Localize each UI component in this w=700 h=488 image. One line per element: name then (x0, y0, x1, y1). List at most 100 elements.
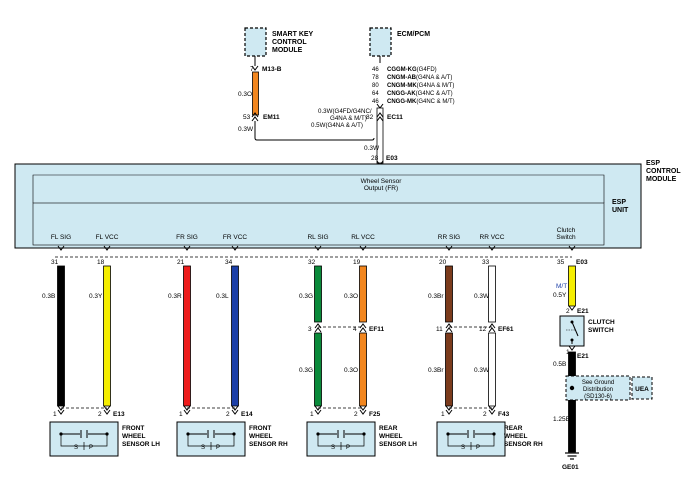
clutch-wire-bottom-label: 0.5B (553, 361, 566, 368)
sensor-rl-connector: F25 (369, 411, 381, 418)
sensor-fl: 1 2 E13 FRONT WHEEL SENSOR LH (49, 407, 160, 457)
chevron-sensor-rl-vcc (359, 405, 367, 415)
wire-fr-sig-seg-1 (183, 265, 191, 407)
ecm-pin-5: 46 (372, 99, 379, 105)
ecm-label: ECM/PCM (397, 31, 430, 38)
esp-pin-3: 21 (177, 259, 185, 266)
chevron-esp-fr-sig (183, 245, 191, 251)
sensor-fr-pin-2: 2 (226, 411, 230, 418)
ground-label: GE01 (562, 464, 579, 471)
wire-rl-sig-seg-1 (314, 265, 322, 323)
ground-distribution-2: Distribution (583, 387, 613, 393)
ef11-pin-1: 3 (308, 326, 312, 333)
chevron-esp-rr-vcc (488, 245, 496, 251)
terminal-rl-sig: RL SIG (307, 234, 328, 241)
wire-white-ecm (376, 107, 384, 164)
chevron-esp-rl-sig (314, 245, 322, 251)
chevron-sensor-rl-sig (314, 405, 322, 415)
terminal-rr-sig: RR SIG (438, 234, 460, 241)
sensor-fl-label-1: FRONT (122, 425, 144, 432)
wire-label-fr-sig: 0.3R (168, 293, 182, 300)
wire-label-rr-vcc-lower: 0.3W (474, 367, 490, 374)
sensor-p-label: P (346, 445, 350, 451)
sensor-rl-pin-1: 1 (310, 411, 314, 418)
terminal-fr-sig: FR SIG (176, 234, 198, 241)
clutch-pin-bottom: 1 (566, 349, 570, 356)
sensor-s-label: S (74, 445, 78, 451)
terminal-rl-vcc: RL VCC (351, 234, 375, 241)
sensor-rl-box (306, 421, 376, 457)
wire-rr-sig-seg-2 (445, 332, 453, 407)
sensor-s-label: S (461, 445, 465, 451)
wire-label-rr-sig-lower: 0.3Br (428, 367, 444, 374)
chevron-inline-rr-vcc (488, 323, 496, 333)
esp-pin-2: 18 (97, 259, 105, 266)
esp-unit-box (14, 163, 642, 249)
sensor-rr-label-1: REAR (504, 425, 523, 432)
wire-label-rr-vcc: 0.3W (474, 293, 490, 300)
sensor-fl-pin-1: 1 (53, 411, 57, 418)
ef61-pin-1: 11 (436, 326, 443, 333)
chevron-inline-rr-sig (445, 323, 453, 333)
ecm-wire-label-1: 0.3W(G4FD/G4NC/ (318, 108, 372, 115)
ecm-wire-label-3: 0.5W(G4NA & A/T) (311, 122, 363, 129)
ecm-variant-code-5: CNGG-MK (387, 99, 417, 105)
smart-key-wire-label: 0.3O (238, 91, 252, 98)
sensor-fr-box (176, 421, 246, 457)
ecm-variant-spec-1: (G4FD) (417, 67, 437, 73)
esp-output-label-1: Wheel Sensor (361, 178, 403, 185)
esp-terminal-strip (32, 202, 605, 246)
sensor-fr-label-2: WHEEL (249, 433, 273, 440)
esp-pin-8: 33 (482, 259, 490, 266)
ec11-chevron (376, 112, 384, 122)
esp-input-pin: 28 (371, 155, 379, 162)
wire-label-fl-sig: 0.3B (42, 293, 55, 300)
ecm-module-box (369, 27, 392, 57)
svg-text:CNGM-AB(G4NA & A/T): CNGM-AB(G4NA & A/T) (387, 75, 452, 81)
esp-pin-9: 35 (557, 259, 565, 266)
wire-fr-vcc-seg-1 (231, 265, 239, 407)
chevron-esp-fr-vcc (231, 245, 239, 251)
smart-key-label-3: MODULE (272, 47, 303, 54)
ef11-pin-2: 4 (353, 326, 357, 333)
ef61-connector: EF61 (498, 326, 514, 333)
chevron-clutch-bottom (568, 345, 576, 351)
sensor-p-label: P (216, 445, 220, 451)
clutch-wire-top-label: 0.5Y (553, 292, 567, 299)
terminal-fl-sig: FL SIG (51, 234, 71, 241)
esp-terminal-labels: FL SIG FL VCC FR SIG FR VCC RL SIG RL VC… (51, 227, 576, 241)
sensor-fr-pin-1: 1 (179, 411, 183, 418)
chevron-sensor-fl-vcc (103, 405, 111, 415)
esp-control-label-2: CONTROL (646, 168, 681, 175)
em11-connector: EM11 (263, 114, 280, 121)
sensor-fr-label-3: SENSOR RH (249, 441, 288, 448)
clutch-pin-top: 2 (566, 308, 570, 315)
ec11-connector: EC11 (387, 114, 403, 121)
ecm-pin-3: 80 (372, 83, 379, 89)
sensor-p-label: P (476, 445, 480, 451)
sensor-rl-label-3: SENSOR LH (379, 441, 417, 448)
sensor-fl-pin-2: 2 (98, 411, 102, 418)
svg-text:CNGG-AK(G4NC & A/T): CNGG-AK(G4NC & A/T) (387, 91, 453, 97)
wire-fl-sig-seg-1 (57, 265, 65, 407)
esp-pin-numbers: 31 18 21 34 32 19 20 33 35 (51, 259, 565, 266)
svg-text:CNGG-MK(G4NC & M/T): CNGG-MK(G4NC & M/T) (387, 99, 455, 105)
esp-pin-5: 32 (308, 259, 316, 266)
ground-distribution-box (565, 375, 631, 401)
wire-em11-ec11-join (254, 137, 375, 141)
sensor-rr-label-2: WHEEL (504, 433, 528, 440)
wire-fl-vcc-seg-1 (103, 265, 111, 407)
ecm-pin-2: 78 (372, 75, 379, 81)
wire-label-rl-sig: 0.3G (299, 293, 313, 300)
sensor-rr-pin-1: 1 (441, 411, 445, 418)
wire-labels: 0.3B 0.3Y 0.3R 0.3L 0.3G 0.3O 0.3Br 0.3W… (42, 293, 490, 374)
sensor-fl-connector: E13 (113, 411, 125, 418)
svg-text:CNGM-MK(G4NA & M/T): CNGM-MK(G4NA & M/T) (387, 83, 454, 89)
esp-control-label-3: MODULE (646, 176, 677, 183)
chevron-clutch-top (568, 305, 576, 311)
sensor-fl-label-2: WHEEL (122, 433, 146, 440)
ecm-variant-spec-5: (G4NC & M/T) (416, 99, 454, 105)
wire-clutch-black-2 (568, 399, 576, 453)
